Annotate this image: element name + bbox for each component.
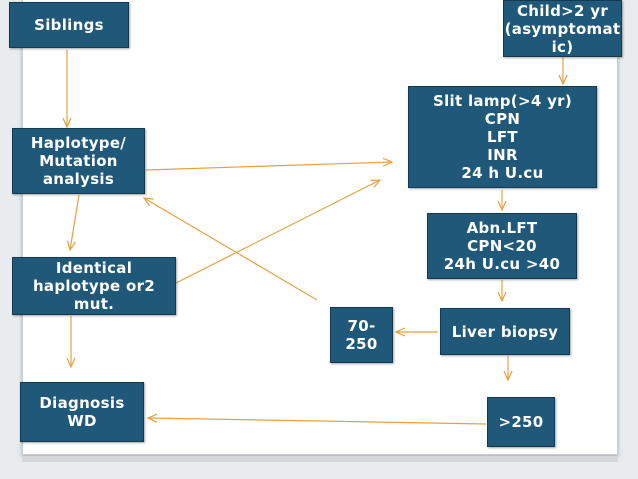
abn-lft-box: Abn.LFT CPN<20 24h U.cu >40 bbox=[427, 213, 577, 279]
arrow-identical-to-slit-lamp bbox=[175, 180, 380, 284]
diagnosis-wd-box: Diagnosis WD bbox=[20, 382, 144, 442]
siblings-box: Siblings bbox=[9, 2, 129, 48]
liver-biopsy-box: Liver biopsy bbox=[440, 308, 570, 355]
child-box: Child>2 yr (asymptomat ic) bbox=[503, 0, 622, 57]
identical-haplotype-box: Identical haplotype or2 mut. bbox=[12, 257, 176, 315]
bottom-bar bbox=[22, 456, 618, 462]
slit-lamp-box: Slit lamp(>4 yr) CPN LFT INR 24 h U.cu bbox=[408, 86, 597, 188]
arrow-gt-250-to-diagnosis bbox=[148, 418, 487, 425]
range-70-250-box: 70- 250 bbox=[330, 307, 393, 363]
arrow-haplotype-to-slit-lamp bbox=[145, 162, 392, 171]
arrow-haplotype-to-identical bbox=[70, 194, 80, 250]
gt-250-box: >250 bbox=[487, 397, 555, 447]
haplotype-mutation-box: Haplotype/ Mutation analysis bbox=[12, 128, 145, 194]
arrow-70-250-to-haplotype bbox=[144, 198, 318, 301]
